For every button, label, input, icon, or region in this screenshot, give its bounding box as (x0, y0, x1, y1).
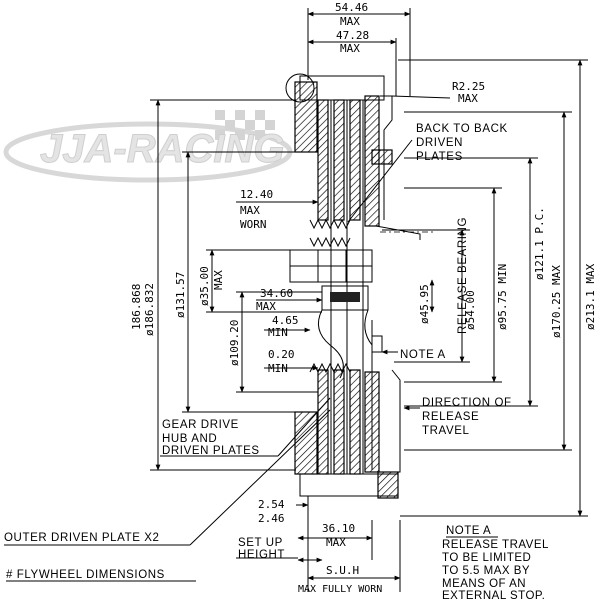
dim-12-40: 12.40 (240, 188, 273, 201)
dim-45-95: ø45.95 (418, 284, 431, 324)
dim-47-28-max: MAX (340, 42, 360, 55)
cover-lower (380, 369, 401, 473)
note-line-5: EXTERNAL STOP. (442, 590, 545, 600)
driven-plate-1 (317, 99, 329, 221)
dim-54-46-max: MAX (340, 15, 360, 28)
dim-121-1: ø121.1 P.C. (533, 207, 546, 280)
dimension-text: 54.46 MAX 47.28 MAX R2.25 MAX 12.40 MAX … (130, 1, 597, 595)
dim-213-1: ø213.1 MAX (584, 263, 597, 330)
label-hub-and: HUB AND (162, 433, 217, 445)
label-driven-plates: DRIVEN PLATES (162, 445, 260, 457)
label-set-up: SET UP (238, 537, 283, 549)
clutch-assembly (285, 73, 436, 499)
dim-r2-25-max: MAX (458, 92, 478, 105)
note-line-1: RELEASE TRAVEL (442, 539, 549, 551)
label-flywheel-dimensions: # FLYWHEEL DIMENSIONS (6, 569, 165, 581)
dim-4-65-min: MIN (268, 326, 288, 339)
dim-12-40-max: MAX (240, 204, 260, 217)
checkered-flag-icon (215, 110, 275, 140)
dim-186-868: 186.868 (130, 284, 143, 330)
note-line-2: TO BE LIMITED (442, 552, 531, 564)
dim-2-46: 2.46 (258, 512, 285, 525)
dim-36-10: 36.10 (322, 522, 355, 535)
note-line-3: TO 5.5 MAX BY (442, 565, 530, 577)
dim-35: ø35.00 (198, 266, 211, 306)
label-gear-drive: GEAR DRIVE (162, 419, 239, 431)
dim-34-60-max: MAX (256, 300, 276, 313)
logo-text: JJA-RACING (40, 127, 284, 171)
upper-rivet (371, 149, 393, 165)
dim-36-10-max: MAX (326, 536, 346, 549)
dim-170-25: ø170.25 MAX (550, 265, 563, 338)
dim-12-40-worn: WORN (240, 218, 267, 231)
driven-plate-3 (349, 99, 361, 221)
hub-web (317, 309, 344, 379)
dim-35-max: MAX (212, 270, 225, 290)
dim-95-75: ø95.75 MIN (496, 264, 509, 330)
dim-suh-worn: MAX FULLY WORN (298, 584, 382, 595)
dim-0-20: 0.20 (268, 348, 295, 361)
label-outer-driven-plate: OUTER DRIVEN PLATE X2 (4, 532, 160, 544)
label-direction: DIRECTION OF (422, 397, 512, 409)
dim-34-60: 34.60 (260, 287, 293, 300)
callout-labels: BACK TO BACK DRIVEN PLATES RELEASE BEARI… (4, 123, 512, 582)
dim-suh: S.U.H (326, 564, 359, 577)
dim-186-832: ø186.832 (143, 283, 156, 336)
top-bolt-head (285, 73, 315, 103)
label-release-bearing: RELEASE BEARING (457, 217, 469, 334)
driven-plate-6 (349, 369, 361, 475)
label-travel: TRAVEL (422, 425, 469, 437)
spline-core (330, 292, 360, 302)
release-bearing-shape (371, 335, 383, 353)
label-height: HEIGHT (238, 549, 285, 561)
note-line-4: MEANS OF AN (442, 578, 526, 590)
dim-r2-25: R2.25 (452, 80, 485, 93)
label-plates: PLATES (416, 151, 463, 163)
dim-54-00: ø54.00 (464, 290, 477, 330)
label-note-a-ref: NOTE A (400, 349, 446, 361)
note-a-block: NOTE A RELEASE TRAVEL TO BE LIMITED TO 5… (442, 525, 549, 600)
dim-2-54: 2.54 (258, 498, 285, 511)
driven-plate-4 (317, 369, 329, 475)
driven-plate-2 (333, 99, 345, 221)
label-release: RELEASE (422, 411, 479, 423)
dim-131-57: ø131.57 (174, 272, 187, 318)
label-driven: DRIVEN (416, 137, 463, 149)
dim-109-20: ø109.20 (228, 320, 241, 366)
label-back-to-back: BACK TO BACK (416, 123, 508, 135)
hub-teeth-upper (309, 218, 351, 230)
driven-plate-5 (333, 369, 345, 475)
lower-flywheel-section (294, 411, 318, 475)
dim-54-46: 54.46 (335, 1, 368, 14)
bottom-bolt-nut (377, 471, 399, 499)
dimension-lines (4, 8, 588, 592)
dim-47-28: 47.28 (336, 29, 369, 42)
dim-0-20-min: MIN (268, 362, 288, 375)
dim-4-65: 4.65 (272, 314, 299, 327)
logo: JJA-RACING (3, 110, 293, 183)
note-title: NOTE A (446, 525, 491, 537)
